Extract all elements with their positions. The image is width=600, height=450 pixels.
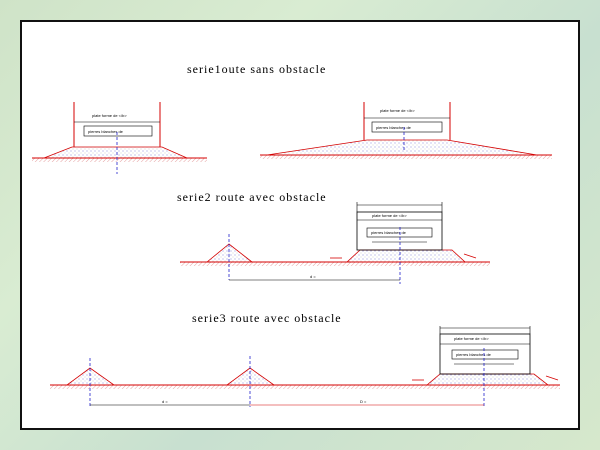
serie1-left-plate-label: plate forme de </b> — [92, 113, 127, 118]
serie1-right-plate-label: plate forme de </b> — [380, 108, 415, 113]
caption-serie3: serie3 route avec obstacle — [192, 311, 342, 325]
serie2-base-label: pierres blanches de — [371, 230, 407, 235]
serie3-plate-label: plate forme de </b> — [454, 336, 489, 341]
serie1-right-section: plate forme de </b> pierres blanches de — [260, 102, 552, 159]
serie1-left-section: plate forme de </b> pierres blanches de — [32, 102, 207, 174]
serie1-left-base-label: pierres blanches de — [88, 129, 124, 134]
serie1-right-base-label: pierres blanches de — [376, 125, 412, 130]
serie3-section: plate forme de </b> pierres blanches de … — [50, 326, 560, 407]
serie3-distance-label-1: d = — [162, 399, 168, 404]
cross-section-drawing: plate forme de </b> pierres blanches de … — [32, 102, 560, 407]
serie3-distance-label-2: D = — [360, 399, 367, 404]
caption-serie1: serie1oute sans obstacle — [187, 62, 327, 76]
serie2-distance-label: d = — [310, 274, 316, 279]
serie2-section: plate forme de </b> pierres blanches de … — [180, 202, 490, 284]
drawing-sheet: serie1oute sans obstacle serie2 route av… — [20, 20, 580, 430]
serie2-plate-label: plate forme de </b> — [372, 213, 407, 218]
caption-serie2: serie2 route avec obstacle — [177, 190, 327, 204]
serie3-base-label: pierres blanches de — [456, 352, 492, 357]
